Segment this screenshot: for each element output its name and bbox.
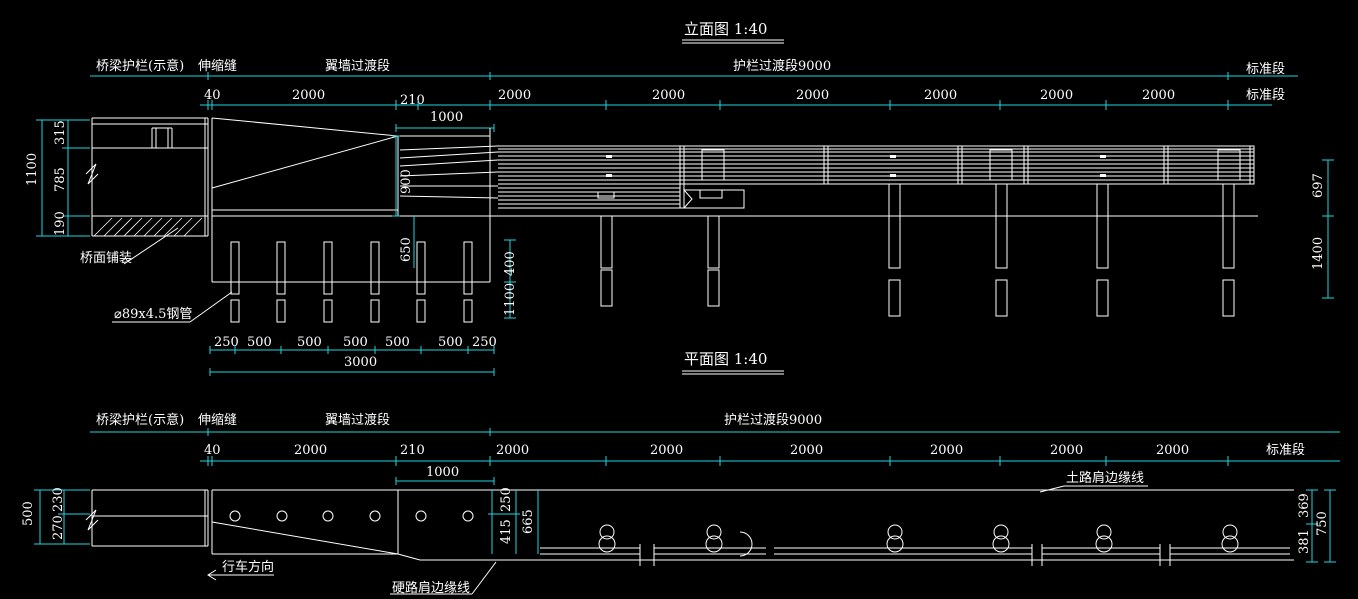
plan-posts <box>598 524 1239 553</box>
dim-bottom-500a: 500 <box>247 335 272 350</box>
plan-dim-2000a: 2000 <box>294 443 327 458</box>
dim-1000: 1000 <box>430 110 463 125</box>
dim-bottom-500e: 500 <box>438 335 463 350</box>
plan-dim-2000g: 2000 <box>1156 443 1189 458</box>
dim-697: 697 <box>1311 173 1326 198</box>
dim-2000f: 2000 <box>1040 88 1073 103</box>
plan-dim-2000c: 2000 <box>650 443 683 458</box>
steel-pipe-piles <box>230 241 473 323</box>
plan-view: 平面图 1:40 桥梁护栏(示意) 伸缩缝 翼墙过渡段 护栏过渡段9000 40… <box>21 350 1340 596</box>
plan-dim-381: 381 <box>1297 529 1312 554</box>
plan-label-expansion-joint: 伸缩缝 <box>198 412 237 428</box>
label-driving-direction: 行车方向 <box>222 559 274 575</box>
dim-650: 650 <box>399 237 414 262</box>
dim-40: 40 <box>204 88 221 103</box>
dim-3000: 3000 <box>344 355 377 370</box>
plan-bridge-rail <box>85 489 209 547</box>
dim-900: 900 <box>399 169 414 194</box>
dim-bottom-500c: 500 <box>343 335 368 350</box>
plan-dim-750: 750 <box>1315 511 1330 536</box>
label-expansion-joint: 伸缩缝 <box>198 58 237 74</box>
dim-2000d: 2000 <box>796 88 829 103</box>
dim-1100-mid: 1100 <box>503 283 518 316</box>
plan-dim-230: 230 <box>51 487 66 512</box>
dim-210: 210 <box>400 93 425 108</box>
dim-2000b: 2000 <box>498 88 531 103</box>
elevation-view: 立面图 1:40 桥梁护栏(示意) 伸缩缝 翼墙过渡段 护栏过渡段9000 标准… <box>25 20 1334 376</box>
elevation-title: 立面图 1:40 <box>684 20 767 38</box>
beam-splices <box>597 149 1241 199</box>
plan-dim-369: 369 <box>1297 493 1312 518</box>
label-deck-paving: 桥面铺装 <box>80 251 132 266</box>
plan-dim-1000: 1000 <box>426 465 459 480</box>
dim-bottom-500d: 500 <box>385 335 410 350</box>
dim-2000g: 2000 <box>1142 88 1175 103</box>
plan-title: 平面图 1:40 <box>684 350 767 368</box>
guardrail-beams <box>399 145 1255 209</box>
dim-785: 785 <box>53 167 68 192</box>
bridge-rail-block <box>85 117 209 237</box>
label-bridge-rail: 桥梁护栏(示意) <box>96 58 184 74</box>
dim-2000c: 2000 <box>652 88 685 103</box>
plan-wingwall <box>211 489 1294 561</box>
label-soil-shoulder-edge: 土路肩边缘线 <box>1066 470 1144 486</box>
plan-label-wingwall-transition: 翼墙过渡段 <box>325 412 390 428</box>
plan-dim-40: 40 <box>204 443 221 458</box>
plan-label-bridge-rail: 桥梁护栏(示意) <box>96 412 184 428</box>
dim-bottom-250a: 250 <box>214 335 239 350</box>
wingwall-transition <box>211 117 1258 283</box>
dim-1100-left: 1100 <box>25 153 40 186</box>
plan-dim-415: 415 <box>499 519 514 544</box>
dim-bottom-250b: 250 <box>472 335 497 350</box>
label-steel-pipe: ⌀89x4.5钢管 <box>114 307 192 322</box>
label-rail-transition: 护栏过渡段9000 <box>733 58 831 74</box>
plan-dim-250: 250 <box>499 487 514 512</box>
label-standard-2: 标准段 <box>1246 88 1285 103</box>
dim-190: 190 <box>53 211 68 236</box>
plan-dim-665: 665 <box>521 509 536 534</box>
label-wingwall-transition: 翼墙过渡段 <box>325 58 390 74</box>
plan-label-rail-transition: 护栏过渡段9000 <box>724 412 822 428</box>
dim-2000e: 2000 <box>924 88 957 103</box>
dim-400: 400 <box>503 251 518 276</box>
plan-dim-2000b: 2000 <box>496 443 529 458</box>
plan-label-standard: 标准段 <box>1266 443 1305 458</box>
dim-1400: 1400 <box>1311 237 1326 270</box>
dim-2000a: 2000 <box>292 88 325 103</box>
plan-dim-2000f: 2000 <box>1050 443 1083 458</box>
label-hard-shoulder-edge: 硬路肩边缘线 <box>392 580 470 596</box>
plan-dim-270: 270 <box>51 515 66 540</box>
guardrail-posts <box>600 183 1235 317</box>
plan-guardrail <box>540 531 1290 566</box>
dim-bottom-500b: 500 <box>297 335 322 350</box>
plan-dim-500: 500 <box>21 501 36 526</box>
dim-315: 315 <box>53 120 68 145</box>
plan-dim-2000e: 2000 <box>930 443 963 458</box>
label-standard-1: 标准段 <box>1246 62 1285 77</box>
plan-dim-210: 210 <box>400 443 425 458</box>
plan-dim-2000d: 2000 <box>790 443 823 458</box>
